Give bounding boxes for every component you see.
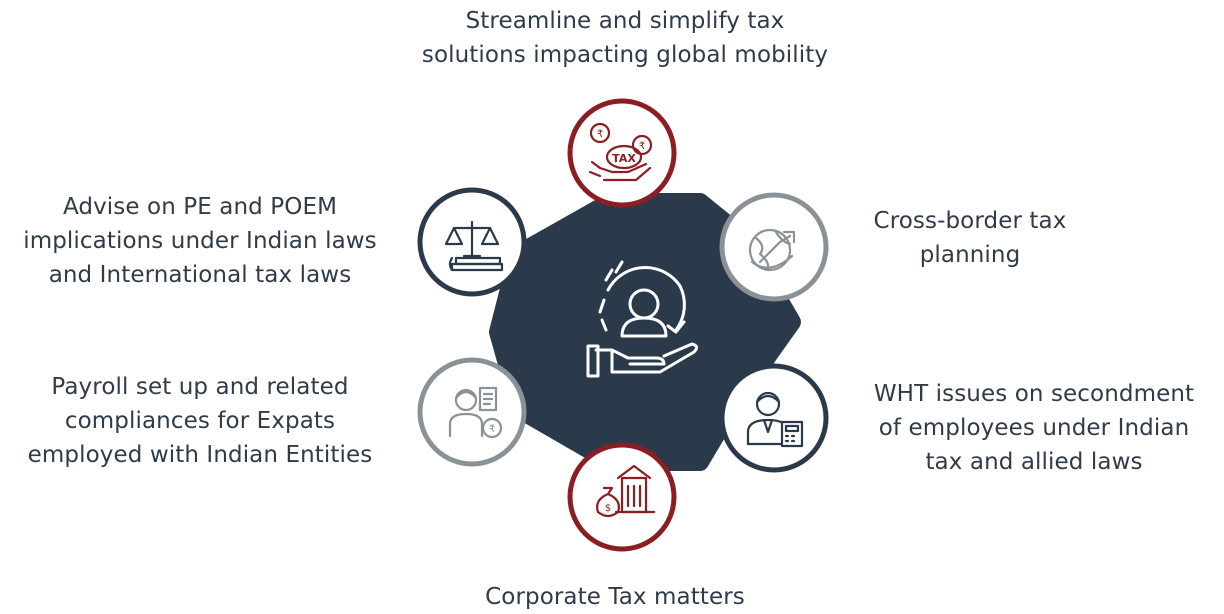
service-label-line: tax and allied laws xyxy=(925,449,1143,475)
service-node-bottom: $ xyxy=(567,442,677,552)
service-label-line: employed with Indian Entities xyxy=(27,442,373,468)
service-label-line: and International tax laws xyxy=(48,262,352,288)
employee-payslip-rupee-icon: ₹ xyxy=(448,386,503,439)
scales-justice-books-icon xyxy=(444,220,504,272)
service-node-left-bottom: ₹ xyxy=(417,357,527,467)
svg-text:TAX: TAX xyxy=(612,152,636,165)
service-label-line: Payroll set up and related xyxy=(51,374,349,400)
service-label-right-bottom: WHT issues on secondment of employees un… xyxy=(854,377,1214,479)
svg-text:₹: ₹ xyxy=(489,424,495,435)
service-label-line: compliances for Expats xyxy=(64,408,336,434)
service-label-line: implications under Indian laws xyxy=(23,228,377,254)
service-label-line: Advise on PE and POEM xyxy=(62,194,338,220)
svg-text:$: $ xyxy=(605,503,611,514)
service-node-right-top xyxy=(719,192,829,302)
tax-coins-hand-icon: TAX ₹ ₹ xyxy=(588,122,653,182)
service-label-left-bottom: Payroll set up and related compliances f… xyxy=(4,370,396,472)
service-node-right-bottom xyxy=(719,363,829,473)
money-bag-building-icon: $ xyxy=(596,464,656,518)
globe-growth-arrow-icon xyxy=(748,228,796,272)
service-label-left-top: Advise on PE and POEM implications under… xyxy=(5,190,395,292)
service-label-line: Cross-border tax xyxy=(873,208,1067,234)
service-label-top: Streamline and simplify tax solutions im… xyxy=(390,4,860,72)
service-label-bottom: Corporate Tax matters xyxy=(470,580,760,614)
service-label-line: planning xyxy=(919,242,1021,268)
service-label-line: Corporate Tax matters xyxy=(485,584,745,610)
service-label-line: Streamline and simplify tax xyxy=(465,8,785,34)
service-label-line: solutions impacting global mobility xyxy=(421,42,829,68)
svg-text:₹: ₹ xyxy=(597,129,603,140)
person-cycle-hand-icon xyxy=(586,260,699,378)
service-node-left-top xyxy=(417,187,527,297)
service-label-right-top: Cross-border tax planning xyxy=(840,204,1100,272)
employee-calculator-icon xyxy=(746,391,804,448)
service-label-line: WHT issues on secondment xyxy=(873,381,1195,407)
svg-text:₹: ₹ xyxy=(639,141,645,152)
service-label-line: of employees under Indian xyxy=(878,415,1190,441)
service-node-top: TAX ₹ ₹ xyxy=(567,98,677,208)
